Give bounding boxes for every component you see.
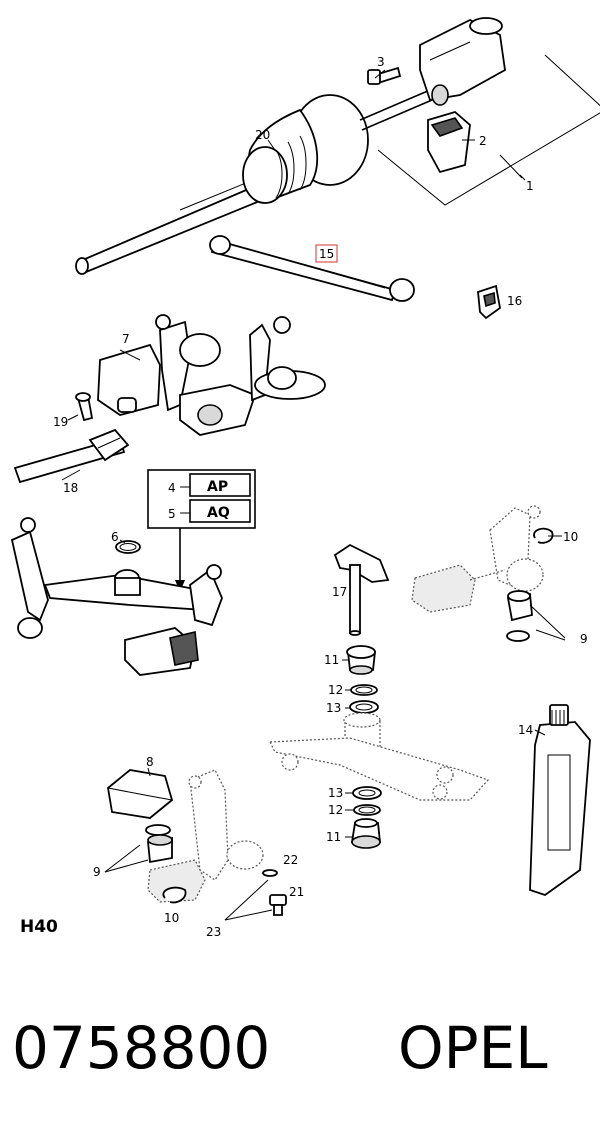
lever-housing-part-1 [359, 17, 506, 131]
callout-3: 3 [377, 55, 385, 69]
callout-15-highlight [315, 244, 338, 263]
variant-aq-label: AQ [207, 505, 230, 521]
circlip-part-10-left [162, 886, 187, 904]
callout-19: 19 [53, 415, 68, 429]
cover-part-8 [107, 769, 174, 819]
part-number: 0758800 [12, 1014, 270, 1082]
callout-10-left: 10 [164, 911, 179, 925]
callout-20: 20 [255, 128, 270, 142]
callout-2: 2 [479, 134, 487, 148]
callout-22: 22 [283, 853, 298, 867]
ring-part-6 [115, 540, 141, 554]
bushing-stack-top [346, 645, 379, 714]
leader-lines [61, 69, 566, 921]
callout-12-top: 12 [328, 683, 343, 697]
circlip-part-10-right [533, 527, 554, 544]
callout-8: 8 [146, 755, 154, 769]
callout-13-top: 13 [326, 701, 341, 715]
callout-14: 14 [518, 723, 533, 737]
callout-7: 7 [122, 332, 130, 346]
callout-11-bottom: 11 [326, 830, 341, 844]
washer-part-22 [262, 869, 278, 877]
callout-15: 15 [319, 247, 334, 261]
callout-10-right: 10 [563, 530, 578, 544]
bolt-part-21 [269, 894, 287, 916]
callout-labels: 3 20 2 1 15 16 7 19 18 4 5 AP AQ 6 10 17… [53, 55, 588, 939]
bushing-stack-bottom [350, 786, 382, 849]
pin-part-19 [75, 392, 94, 422]
dotted-lever-assembly-left [147, 769, 264, 903]
callout-11-top: 11 [324, 653, 339, 667]
dotted-lever-assembly-right [411, 505, 544, 613]
shaft-part-17 [333, 543, 390, 636]
rubber-boot-part-20 [242, 94, 369, 204]
group-code: H40 [20, 917, 58, 937]
callout-4: 4 [168, 481, 176, 495]
group-bracket-1 [377, 54, 600, 206]
callout-6: 6 [111, 530, 119, 544]
callout-12-bottom: 12 [328, 803, 343, 817]
callout-21: 21 [289, 885, 304, 899]
callout-9-right: 9 [580, 632, 588, 646]
shift-mechanism-part-7 [97, 314, 326, 436]
shift-rod-part [75, 177, 274, 275]
bushing-part-9-left [145, 824, 173, 864]
brand-name: OPEL [398, 1014, 548, 1082]
callout-5: 5 [168, 507, 176, 521]
rod-part-18 [13, 428, 130, 484]
variant-ap-label: AP [207, 479, 228, 495]
bracket-part-2 [427, 110, 471, 174]
callout-23: 23 [206, 925, 221, 939]
callout-18: 18 [63, 481, 78, 495]
bolt-part-3 [367, 66, 402, 85]
bushing-part-9-right [506, 590, 533, 642]
callout-1: 1 [526, 179, 534, 193]
variant-selector-box [147, 469, 256, 592]
selector-linkage-assembly [10, 517, 223, 676]
callout-13-bottom: 13 [328, 786, 343, 800]
clip-part-16 [477, 284, 501, 320]
callout-17: 17 [332, 585, 347, 599]
callout-9-left: 9 [93, 865, 101, 879]
callout-16: 16 [507, 294, 522, 308]
dotted-selector-lever-middle [269, 712, 490, 801]
grease-tube-part-14 [529, 704, 591, 896]
link-rod-part-15 [209, 235, 415, 302]
